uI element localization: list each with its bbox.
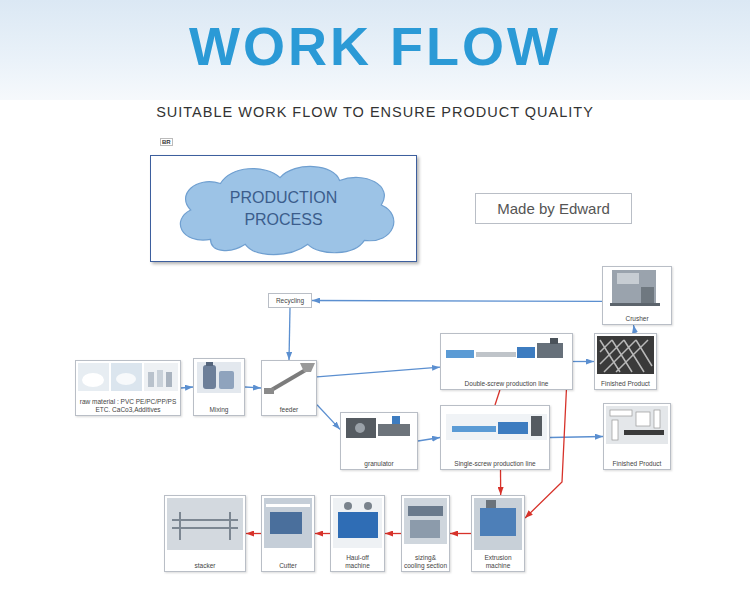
box-caption: sizing& cooling section — [402, 553, 449, 571]
process-box: raw material : PVC PE/PC/PP/PS ETC. CaCo… — [75, 360, 181, 416]
flow-arrow — [245, 387, 261, 388]
box-caption: stacker — [193, 561, 218, 572]
box-caption: feeder — [278, 405, 300, 416]
box-caption: Single-screw production line — [452, 459, 537, 470]
process-box: granulator — [340, 412, 418, 470]
flow-arrow — [385, 533, 401, 534]
flow-arrow — [317, 405, 340, 430]
flow-arrow — [312, 300, 602, 302]
process-box: sizing& cooling section — [401, 495, 450, 572]
subtitle: SUITABLE WORK FLOW TO ENSURE PRODUCT QUA… — [0, 104, 750, 120]
flow-arrow — [418, 438, 440, 442]
flow-arrow — [634, 325, 636, 333]
process-box: Haul-off machine — [330, 495, 385, 572]
flow-arrow — [289, 308, 290, 360]
flow-arrow — [525, 390, 566, 518]
process-box: Double-screw production line — [440, 333, 573, 390]
process-box: stacker — [164, 495, 246, 572]
process-box: Mixing — [193, 358, 245, 416]
box-text: PRODUCTION PROCESS — [219, 187, 349, 231]
flow-arrow — [317, 367, 440, 377]
process-box: Crusher — [602, 266, 672, 325]
box-caption: granulator — [362, 459, 395, 470]
cloud-box: PRODUCTION PROCESS — [150, 155, 417, 262]
page-title: WORK FLOW — [0, 14, 750, 78]
text-box: Made by Edward — [475, 193, 632, 224]
text-box: Recycling — [268, 293, 312, 308]
box-caption: Crusher — [623, 314, 650, 325]
process-box: Single-screw production line — [440, 405, 550, 470]
box-caption: Haul-off machine — [331, 553, 384, 571]
flow-arrow — [450, 533, 471, 534]
flow-arrow — [315, 533, 330, 534]
box-text: Made by Edward — [497, 200, 610, 217]
cloud-shape — [151, 156, 416, 261]
flow-arrow — [181, 387, 193, 388]
flow-arrow — [500, 470, 502, 495]
box-caption: Finished Product — [599, 379, 652, 390]
flow-arrow — [495, 390, 500, 405]
process-box: feeder — [261, 360, 317, 416]
process-box: Cutter — [261, 495, 315, 572]
process-box: Finished Product — [594, 333, 657, 390]
flow-arrow — [550, 437, 603, 438]
box-caption: Double-screw production line — [463, 379, 551, 390]
box-caption: Cutter — [277, 561, 299, 572]
box-caption: Extrusion machine — [472, 553, 524, 571]
flow-arrow — [246, 533, 261, 534]
box-caption: Mixing — [208, 405, 231, 416]
box-caption: Finished Product — [611, 459, 664, 470]
flow-arrow — [573, 361, 594, 362]
process-box: Extrusion machine — [471, 495, 525, 572]
corner-tag: BR — [160, 138, 173, 146]
process-box: Finished Product — [603, 403, 671, 470]
box-text: Recycling — [276, 297, 304, 304]
box-caption: raw material : PVC PE/PC/PP/PS ETC. CaCo… — [76, 397, 180, 415]
